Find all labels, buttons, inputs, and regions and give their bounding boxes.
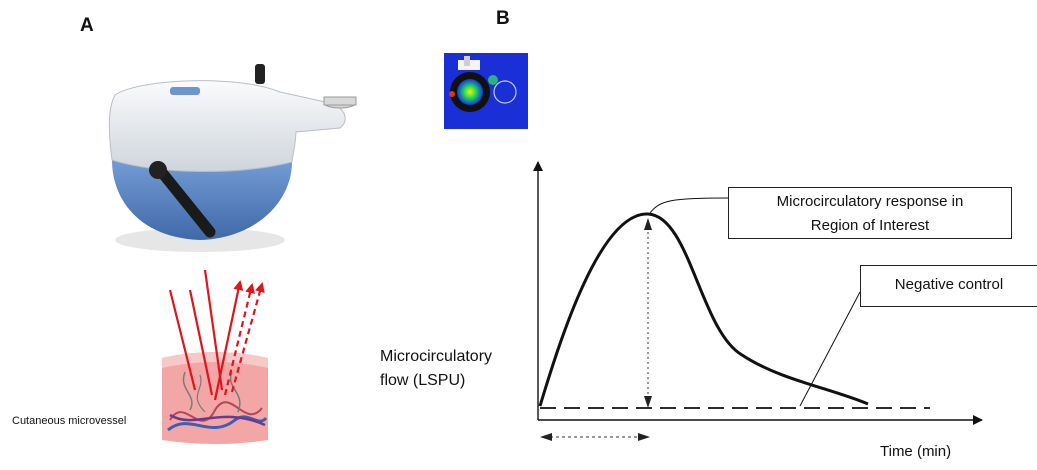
y-axis-label-line1: Microcirculatory bbox=[380, 348, 493, 365]
y-axis-label-line2: flow (LSPU) bbox=[380, 372, 466, 389]
vessel-label: Cutaneous microvessel bbox=[12, 415, 127, 427]
y-axis-label: Microcirculatory flow (LSPU) bbox=[380, 345, 492, 393]
roi-leader-line bbox=[649, 197, 729, 214]
panel-label-b: B bbox=[496, 8, 510, 29]
negative-leader-line bbox=[799, 291, 861, 407]
response-curve bbox=[538, 212, 869, 407]
panel-label-a: A bbox=[80, 15, 94, 36]
roi-callout-line2: Region of Interest bbox=[810, 217, 930, 234]
perfusion-heatmap-icon bbox=[444, 53, 528, 129]
roi-callout: Microcirculatory response in Region of I… bbox=[728, 187, 1012, 239]
x-axis-label: Time (min) bbox=[880, 443, 952, 460]
negative-control-callout: Negative control bbox=[860, 265, 1037, 307]
laser-speckle-imager-icon bbox=[108, 64, 357, 252]
skin-cross-section-icon bbox=[162, 269, 268, 444]
roi-callout-line1: Microcirculatory response in bbox=[776, 193, 964, 210]
